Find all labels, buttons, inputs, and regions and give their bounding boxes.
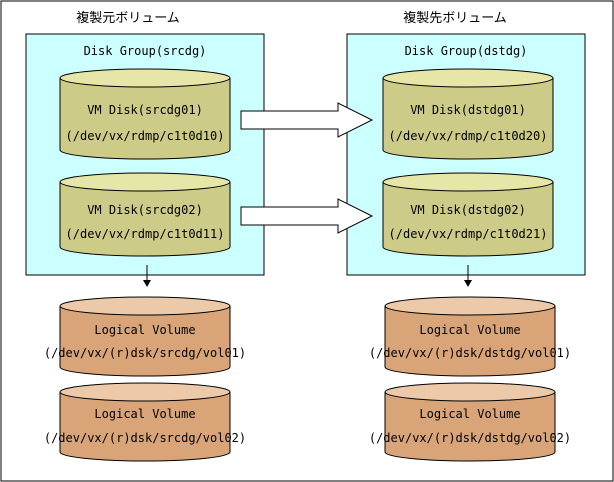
source-vm-disk-2-path: (/dev/vx/rdmp/c1t0d11): [66, 227, 225, 241]
dest-vm-disk-1: VM Disk(dstdg01) (/dev/vx/rdmp/c1t0d20): [382, 68, 554, 160]
source-logical-volume-2-path: (/dev/vx/(r)dsk/srcdg/vol02): [44, 431, 246, 445]
dest-logical-volume-1: Logical Volume (/dev/vx/(r)dsk/dstdg/vol…: [369, 296, 571, 377]
source-heading: 複製元ボリューム: [76, 10, 180, 26]
dest-logical-volume-1-path: (/dev/vx/(r)dsk/dstdg/vol01): [369, 346, 571, 360]
dest-vm-disk-2-name: VM Disk(dstdg02): [410, 203, 526, 217]
source-vm-disk-2: VM Disk(srcdg02) (/dev/vx/rdmp/c1t0d11): [59, 172, 231, 257]
source-vm-disk-1-path: (/dev/vx/rdmp/c1t0d10): [66, 129, 225, 143]
source-down-arrow: [143, 265, 151, 287]
source-logical-volume-2: Logical Volume (/dev/vx/(r)dsk/srcdg/vol…: [44, 382, 246, 462]
dest-logical-volume-2-name: Logical Volume: [419, 407, 520, 421]
dest-logical-volume-1-name: Logical Volume: [419, 323, 520, 337]
dest-vm-disk-2-path: (/dev/vx/rdmp/c1t0d21): [389, 227, 548, 241]
dest-down-arrow: [464, 265, 472, 287]
source-disk-group-label: Disk Group(srcdg): [84, 44, 207, 58]
dest-vm-disk-1-name: VM Disk(dstdg01): [410, 103, 526, 117]
dest-logical-volume-2: Logical Volume (/dev/vx/(r)dsk/dstdg/vol…: [369, 382, 571, 462]
source-logical-volume-2-name: Logical Volume: [94, 407, 195, 421]
source-logical-volume-1: Logical Volume (/dev/vx/(r)dsk/srcdg/vol…: [44, 296, 246, 377]
source-logical-volume-1-name: Logical Volume: [94, 323, 195, 337]
copy-arrow-1: [240, 102, 374, 138]
source-logical-volume-1-path: (/dev/vx/(r)dsk/srcdg/vol01): [44, 346, 246, 360]
source-vm-disk-1-name: VM Disk(srcdg01): [87, 103, 203, 117]
source-vm-disk-2-name: VM Disk(srcdg02): [87, 203, 203, 217]
dest-heading: 複製先ボリューム: [403, 10, 507, 26]
dest-vm-disk-1-path: (/dev/vx/rdmp/c1t0d20): [389, 129, 548, 143]
copy-arrow-2: [240, 198, 374, 234]
dest-logical-volume-2-path: (/dev/vx/(r)dsk/dstdg/vol02): [369, 431, 571, 445]
dest-vm-disk-2: VM Disk(dstdg02) (/dev/vx/rdmp/c1t0d21): [382, 172, 554, 257]
dest-disk-group-label: Disk Group(dstdg): [405, 44, 528, 58]
source-vm-disk-1: VM Disk(srcdg01) (/dev/vx/rdmp/c1t0d10): [59, 68, 231, 160]
